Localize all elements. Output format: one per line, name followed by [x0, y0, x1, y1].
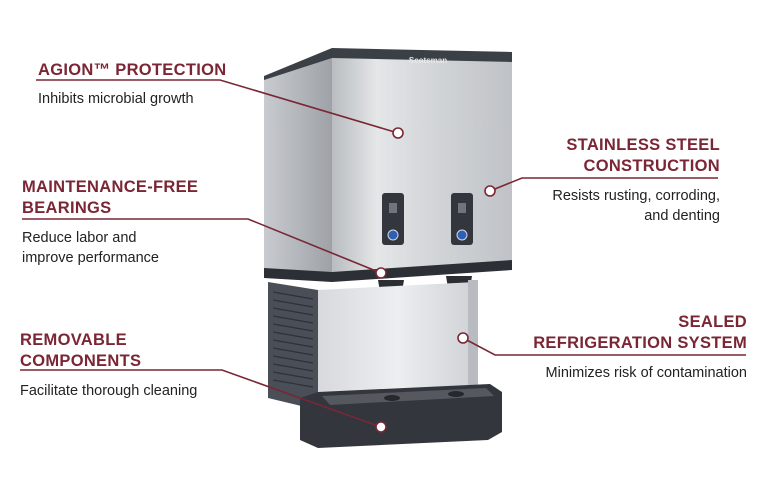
stainless-desc-line2: and denting: [644, 208, 720, 224]
right-indicator: [458, 203, 466, 213]
vent-slots: [272, 291, 314, 388]
bearings-desc-line1: Reduce labor and: [22, 230, 137, 246]
sealed-marker: [457, 332, 469, 344]
callout-bearings: MAINTENANCE-FREE BEARINGS Reduce labor a…: [22, 177, 198, 268]
dispense-area-back: [318, 282, 476, 410]
left-control-panel: [382, 193, 404, 245]
agion-title: AGION™ PROTECTION: [38, 61, 227, 79]
sealed-leader: [462, 337, 746, 356]
removable-title-line1: REMOVABLE: [20, 331, 127, 349]
right-dispense-button: [456, 229, 468, 241]
bearings-leader: [22, 218, 382, 274]
removable-desc: Facilitate thorough cleaning: [20, 383, 198, 399]
bearings-title-line1: MAINTENANCE-FREE: [22, 178, 199, 196]
sealed-title-line2: REFRIGERATION SYSTEM: [533, 334, 747, 352]
callout-agion: AGION™ PROTECTION Inhibits microbial gro…: [38, 60, 226, 109]
agion-desc: Inhibits microbial growth: [38, 91, 194, 107]
sealed-desc: Minimizes risk of contamination: [545, 365, 747, 381]
removable-title-line2: COMPONENTS: [20, 352, 142, 370]
stainless-title-line2: CONSTRUCTION: [583, 157, 720, 175]
removable-marker: [375, 421, 387, 433]
removable-leader: [20, 369, 382, 428]
stainless-leader: [489, 177, 718, 192]
right-frame-post: [468, 280, 478, 400]
stainless-desc-line1: Resists rusting, corroding,: [552, 188, 720, 204]
brand-logo: Scotsman: [409, 56, 447, 65]
bearings-desc-line2: improve performance: [22, 250, 159, 266]
bearings-marker: [375, 267, 387, 279]
dispense-ledge: [264, 260, 512, 282]
right-control-panel: [451, 193, 473, 245]
drip-tray-hole-right: [448, 391, 464, 397]
callout-removable: REMOVABLE COMPONENTS Facilitate thorough…: [20, 330, 197, 401]
cabinet-side-panel: [264, 53, 332, 275]
cabinet-top-lid: [264, 48, 512, 80]
agion-leader: [36, 79, 399, 134]
left-indicator: [389, 203, 397, 213]
left-dispense-button: [387, 229, 399, 241]
callout-stainless: STAINLESS STEEL CONSTRUCTION Resists rus…: [552, 135, 720, 226]
stainless-marker: [484, 185, 496, 197]
cabinet-front-panel: [332, 53, 512, 275]
stainless-title-line1: STAINLESS STEEL: [566, 136, 720, 154]
sealed-title-line1: SEALED: [678, 313, 747, 331]
drip-tray-hole-left: [384, 395, 400, 401]
callout-sealed: SEALED REFRIGERATION SYSTEM Minimizes ri…: [533, 312, 747, 383]
bearings-title-line2: BEARINGS: [22, 199, 112, 217]
agion-marker: [392, 127, 404, 139]
